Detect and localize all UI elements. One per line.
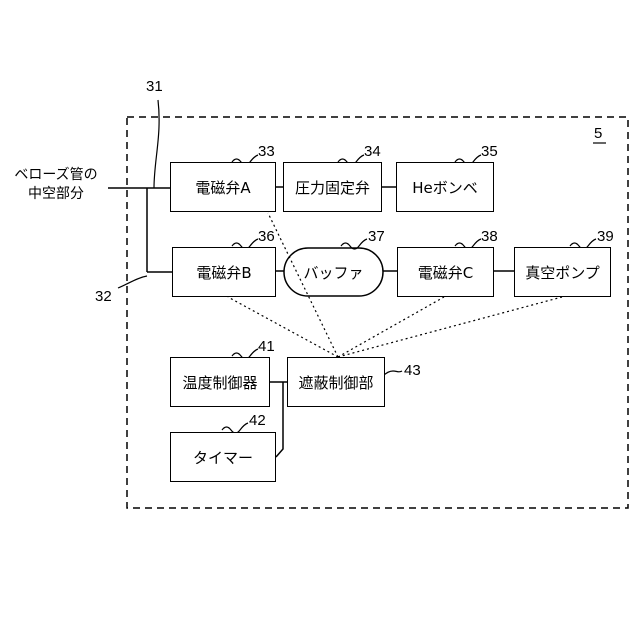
shield-controller-block: 遮蔽制御部 [287,357,385,407]
leader-31 [154,100,159,188]
timer-block: タイマー [170,432,276,482]
external-label: ベローズ管の 中空部分 [4,166,108,204]
ref-42: 42 [249,412,266,429]
valve-b-block: 電磁弁B [172,247,276,297]
ref-38: 38 [481,228,498,245]
valve-c-block: 電磁弁C [397,247,494,297]
valve-a-block: 電磁弁A [170,162,276,212]
control-line-valve-c [338,297,444,357]
temp-controller-block: 温度制御器 [170,357,270,407]
ref-41: 41 [258,338,275,355]
leader-32 [118,276,147,288]
link-timer-to-shield [276,382,283,457]
ref-36: 36 [258,228,275,245]
leader-43 [383,371,402,376]
ref-31: 31 [146,78,163,95]
ref-35: 35 [481,143,498,160]
figure-number: 5 [594,125,602,142]
ref-33: 33 [258,143,275,160]
ref-34: 34 [364,143,381,160]
external-label-line1: ベローズ管の [4,166,108,185]
ref-32: 32 [95,288,112,305]
he-cylinder-block: Heボンベ [396,162,494,212]
control-line-valve-b [228,297,338,357]
ref-39: 39 [597,228,614,245]
buffer-label: バッファ [284,262,383,283]
vacuum-pump-block: 真空ポンプ [514,247,611,297]
control-line-pump [338,297,562,357]
ref-37: 37 [368,228,385,245]
external-label-line2: 中空部分 [4,185,108,204]
ref-43: 43 [404,362,421,379]
pressure-valve-block: 圧力固定弁 [283,162,382,212]
